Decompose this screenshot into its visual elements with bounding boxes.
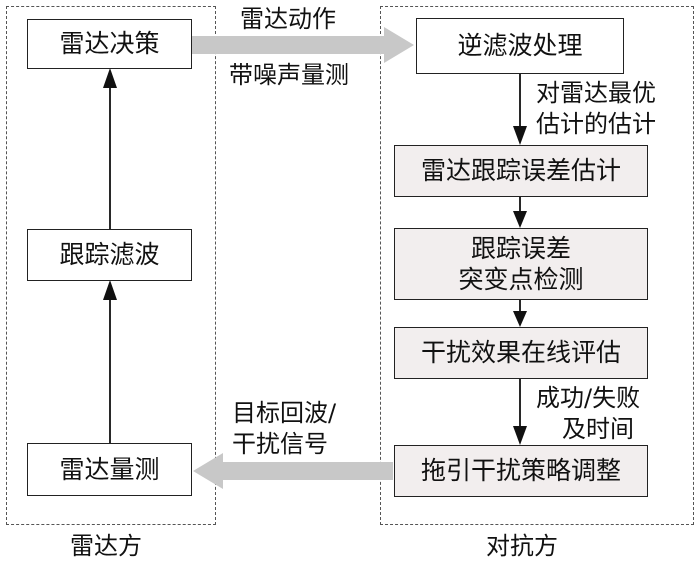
result-label: 成功/失败 及时间	[536, 383, 640, 445]
result-line-1: 成功/失败	[536, 384, 641, 412]
estimate-line-2: 估计的估计	[536, 110, 656, 139]
estimate-line-1: 对雷达最优	[536, 79, 656, 107]
echo-line-1: 目标回波/	[232, 399, 337, 427]
change-point-line-1: 跟踪误差	[470, 233, 571, 263]
radar-side-panel	[6, 6, 216, 525]
echo-line-2: 干扰信号	[232, 430, 328, 459]
result-line-2: 及时间	[562, 415, 634, 444]
echo-signal-label: 目标回波/ 干扰信号	[232, 398, 336, 460]
online-evaluation-box: 干扰效果在线评估	[394, 327, 648, 379]
echo-signal-arrow	[193, 453, 393, 489]
countermeasure-side-caption: 对抗方	[486, 532, 558, 560]
change-point-line-2: 突变点检测	[458, 265, 584, 294]
tracking-error-estimation-box: 雷达跟踪误差估计	[394, 145, 648, 197]
estimate-label: 对雷达最优 估计的估计	[536, 78, 656, 140]
radar-measurement-box: 雷达量测	[27, 443, 192, 496]
radar-decision-box: 雷达决策	[27, 19, 192, 69]
tracking-filter-box: 跟踪滤波	[27, 229, 192, 281]
radar-action-label: 雷达动作	[240, 5, 336, 33]
change-point-detection-box: 跟踪误差 突变点检测	[394, 228, 648, 300]
inverse-filter-box: 逆滤波处理	[416, 18, 624, 74]
noisy-measurement-label: 带噪声量测	[229, 61, 349, 89]
radar-action-arrow	[192, 27, 414, 63]
radar-side-caption: 雷达方	[70, 532, 142, 560]
strategy-adjust-box: 拖引干扰策略调整	[394, 445, 648, 497]
countermeasure-side-panel	[380, 6, 694, 525]
